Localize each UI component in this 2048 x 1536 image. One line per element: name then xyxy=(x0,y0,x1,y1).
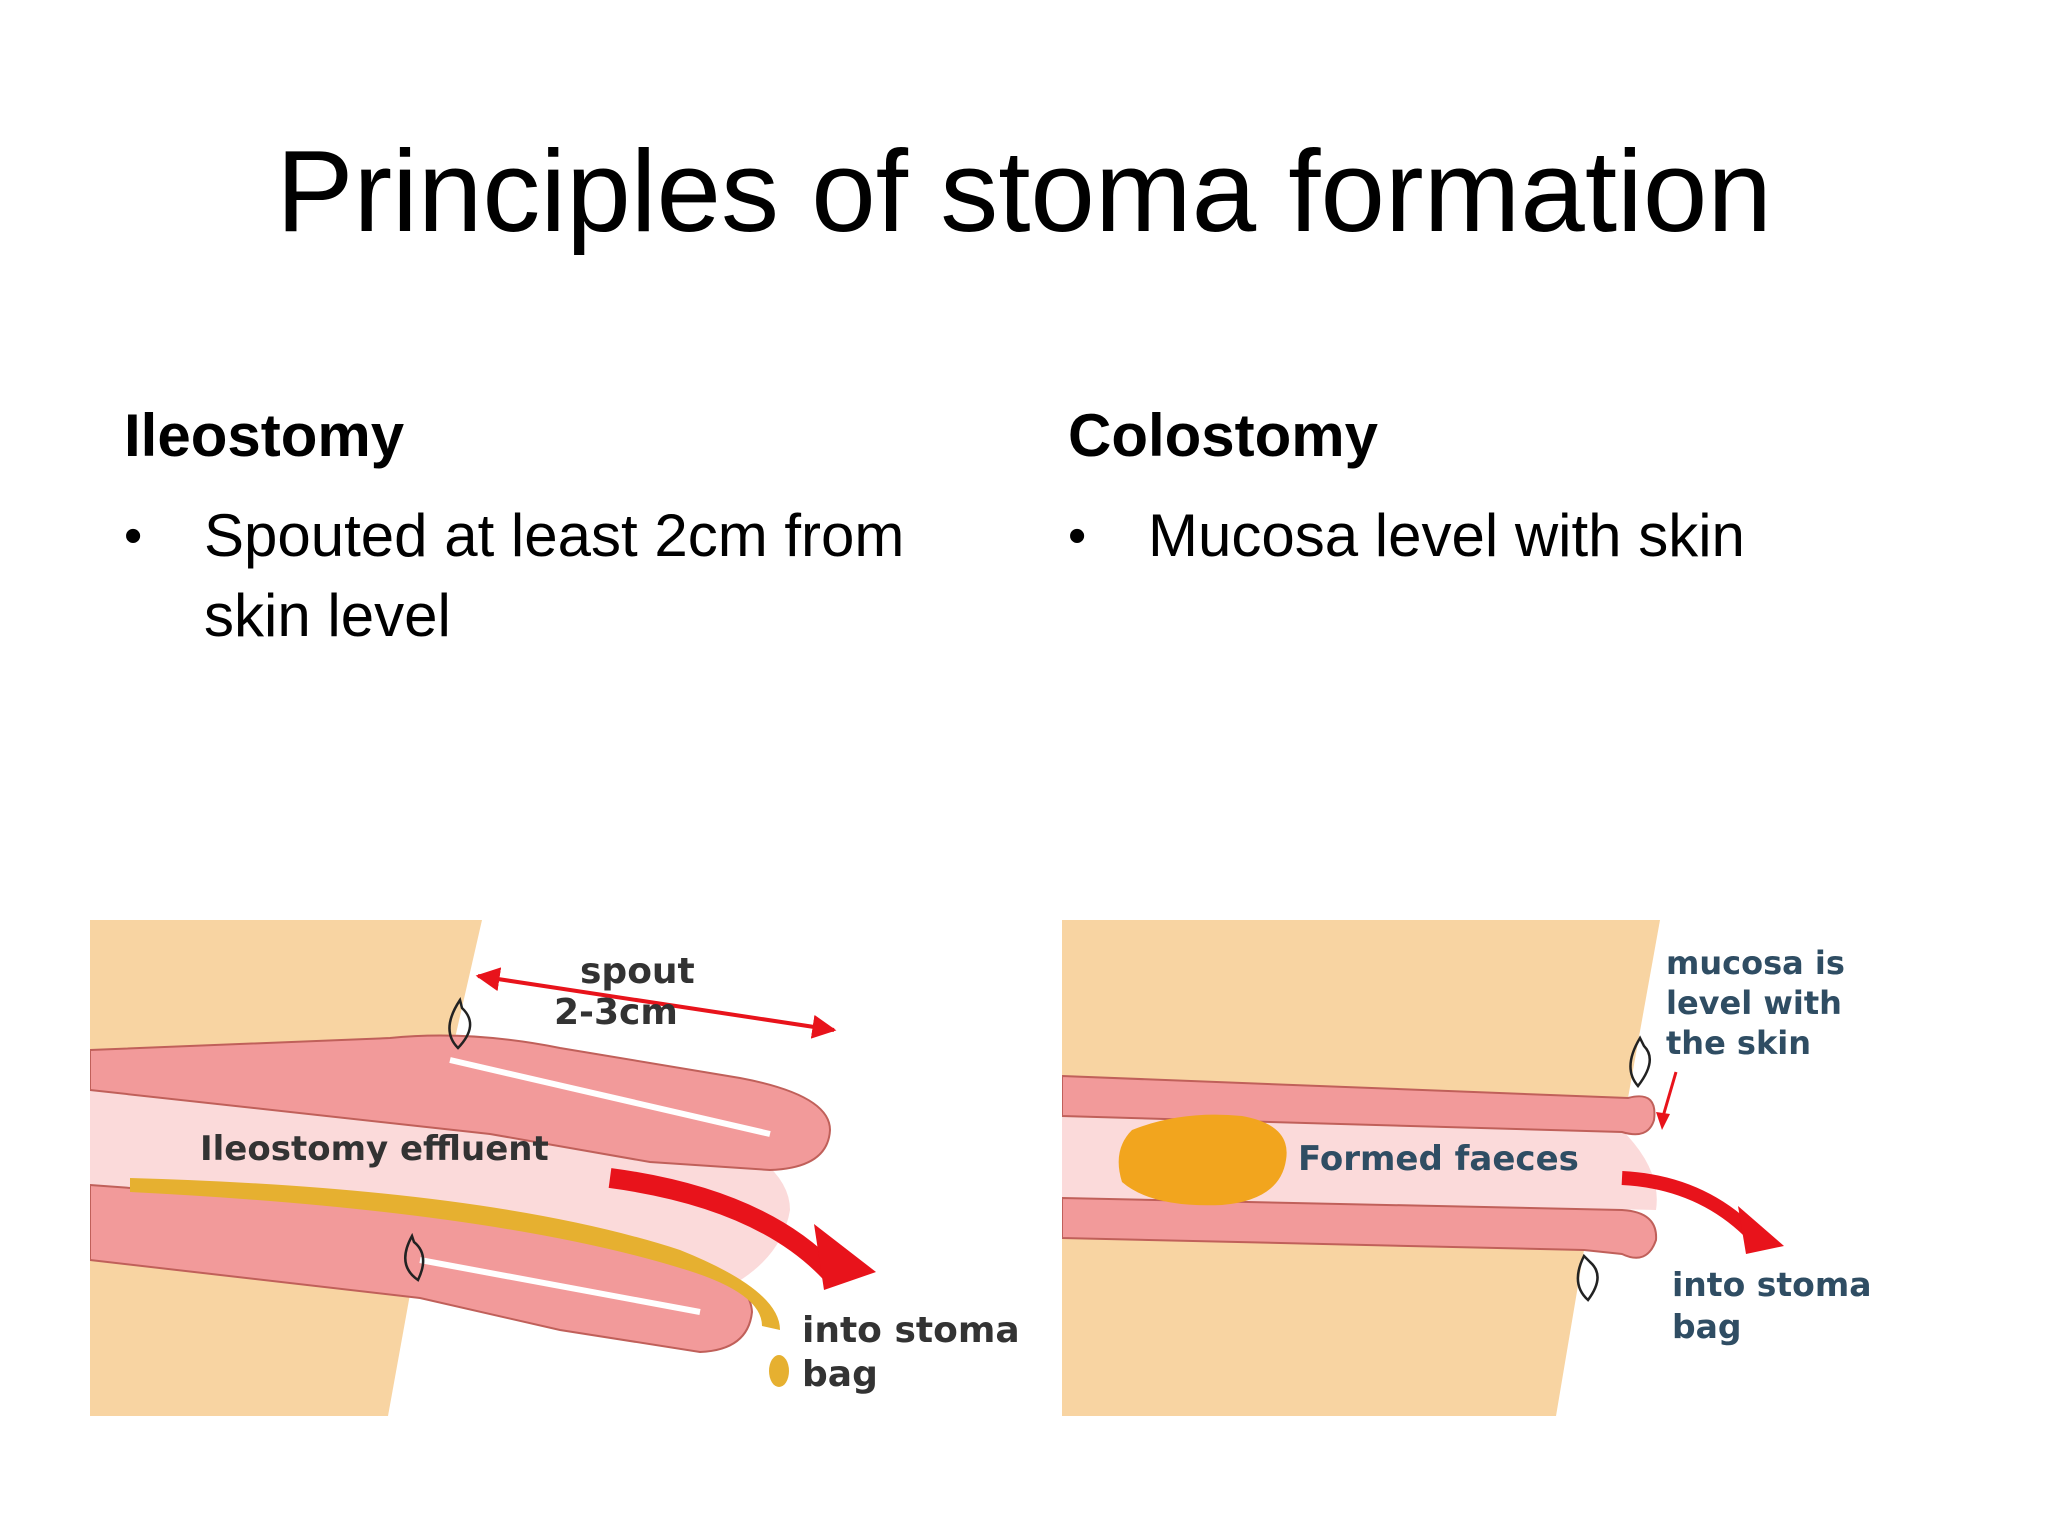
colostomy-bullet-text: Mucosa level with skin xyxy=(1148,502,1745,569)
effluent-drop xyxy=(769,1355,789,1387)
mucosa-pointer-arrow xyxy=(1660,1071,1678,1121)
ileostomy-column: Ileostomy • Spouted at least 2cm from sk… xyxy=(124,400,1004,656)
mucosa-label-line2: level with xyxy=(1666,984,1842,1022)
skin-lower xyxy=(90,1250,418,1416)
into-stoma-label: into stoma xyxy=(1672,1265,1871,1304)
spout-length-label: 2-3cm xyxy=(554,992,678,1033)
ileostomy-heading: Ileostomy xyxy=(124,402,405,469)
into-stoma-label: into stoma xyxy=(802,1310,1020,1351)
faeces-blob xyxy=(1118,1114,1287,1206)
bag-label: bag xyxy=(802,1354,878,1395)
bowel-wall-lower xyxy=(1062,1196,1658,1259)
suture-upper xyxy=(448,996,472,1050)
bullet-icon: • xyxy=(124,507,143,565)
colostomy-diagram: mucosa is level with the skin Formed fae… xyxy=(1062,920,1912,1416)
skin-lower xyxy=(1062,1238,1584,1416)
colostomy-diagram-svg: mucosa is level with the skin Formed fae… xyxy=(1062,920,1912,1416)
mucosa-label-line3: the skin xyxy=(1666,1024,1811,1062)
ileostomy-diagram-svg: spout 2-3cm Ileostomy effluent into stom… xyxy=(90,920,1058,1416)
outflow-arrow xyxy=(608,1168,838,1279)
colostomy-column: Colostomy • Mucosa level with skin xyxy=(1068,400,1948,576)
suture-lower xyxy=(1576,1253,1599,1302)
effluent-stream xyxy=(130,1178,780,1330)
mucosa-label-line1: mucosa is xyxy=(1666,944,1845,982)
suture-upper xyxy=(1629,1035,1651,1088)
bullet-icon: • xyxy=(1068,507,1087,565)
suture-lower xyxy=(404,1232,425,1282)
bag-label: bag xyxy=(1672,1307,1742,1346)
skin-upper xyxy=(90,920,482,1060)
ileostomy-bullet-text: Spouted at least 2cm from skin level xyxy=(204,502,905,649)
spout-measure-arrow xyxy=(475,967,837,1039)
spout-label: spout xyxy=(580,951,695,992)
colostomy-heading: Colostomy xyxy=(1068,402,1379,469)
effluent-label: Ileostomy effluent xyxy=(200,1129,549,1169)
faeces-label: Formed faeces xyxy=(1298,1139,1579,1179)
colostomy-bullet: • Mucosa level with skin xyxy=(1068,496,1948,576)
skin-upper xyxy=(1062,920,1660,1098)
ileostomy-bullet: • Spouted at least 2cm from skin level xyxy=(124,496,1004,656)
ileostomy-diagram: spout 2-3cm Ileostomy effluent into stom… xyxy=(90,920,1058,1416)
bowel-wall-upper xyxy=(90,1034,832,1172)
slide-title: Principles of stoma formation xyxy=(276,126,1772,256)
